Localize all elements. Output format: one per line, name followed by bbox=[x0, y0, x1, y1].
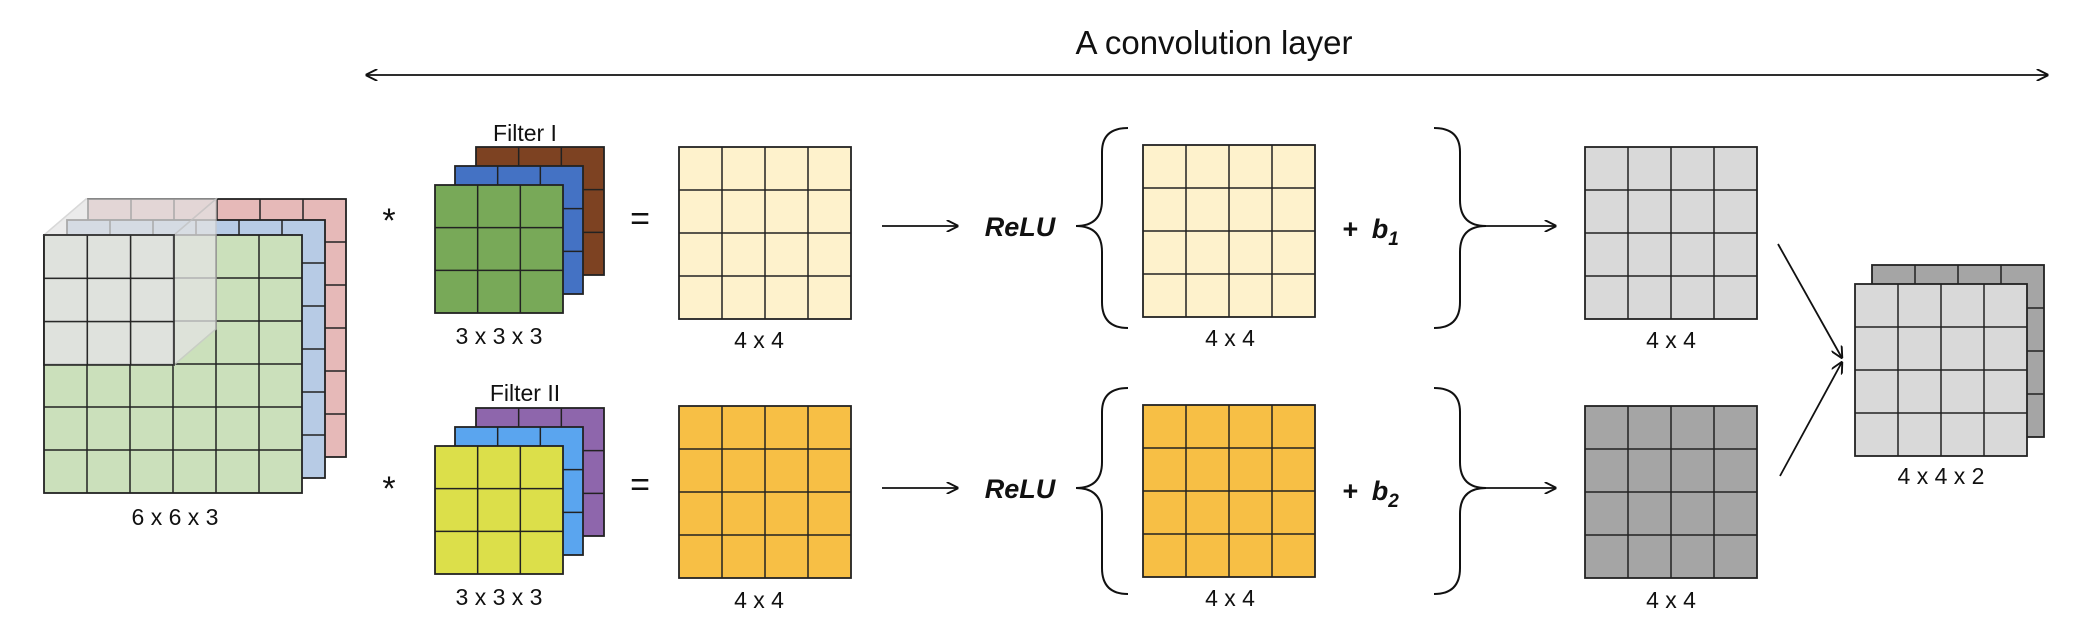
filter-layer-front bbox=[434, 445, 564, 575]
filter-2-dims-label: 3 x 3 x 3 bbox=[456, 584, 543, 610]
convolve-operator-1: * bbox=[382, 202, 395, 240]
filter-layer-front bbox=[434, 184, 564, 314]
window-front-face bbox=[43, 234, 175, 366]
activation-output-1-dims-label: 4 x 4 bbox=[1646, 327, 1696, 353]
right-brace-2 bbox=[1433, 387, 1487, 595]
bias-subscript-2: 2 bbox=[1387, 491, 1399, 512]
output-volume: 4 x 4 x 2 bbox=[1854, 264, 2045, 489]
output-grid-front bbox=[1854, 283, 2028, 457]
output-dims-label: 4 x 4 x 2 bbox=[1898, 463, 1985, 489]
conv-output-2 bbox=[678, 405, 852, 579]
relu-input-2 bbox=[1142, 404, 1316, 578]
relu-label-2: ReLU bbox=[985, 474, 1057, 504]
conv-grid-1 bbox=[678, 146, 852, 320]
equals-operator-1: = bbox=[630, 200, 650, 238]
merge-arrow-lower bbox=[1779, 362, 1842, 477]
filter-2-stack bbox=[434, 407, 605, 575]
bias-term-1: + b1 bbox=[1342, 214, 1399, 250]
conv-output-1 bbox=[678, 146, 852, 320]
plus-operator-1: + bbox=[1342, 214, 1358, 244]
left-brace-1 bbox=[1075, 127, 1129, 329]
conv-output-2-dims-label: 4 x 4 bbox=[734, 587, 784, 613]
convolve-operator-2: * bbox=[382, 470, 395, 508]
relu-input-grid-1 bbox=[1142, 144, 1316, 318]
input-volume: 6 x 6 x 3 bbox=[41, 197, 347, 530]
conv-output-1-dims-label: 4 x 4 bbox=[734, 327, 784, 353]
activation-grid-1 bbox=[1584, 146, 1758, 320]
filter-row-2: * Filter II 3 x 3 x 3 = 4 x 4 ReLU 4 x 4… bbox=[382, 380, 1758, 613]
merge-arrow-upper bbox=[1777, 243, 1842, 358]
relu-label-1: ReLU bbox=[985, 212, 1057, 242]
filter-2-name: Filter II bbox=[490, 380, 560, 406]
bias-term-2: + b2 bbox=[1342, 476, 1399, 512]
relu-input-1-dims-label: 4 x 4 bbox=[1205, 325, 1255, 351]
input-dims-label: 6 x 6 x 3 bbox=[132, 504, 219, 530]
right-brace-1 bbox=[1433, 127, 1487, 329]
relu-input-1 bbox=[1142, 144, 1316, 318]
left-brace-2 bbox=[1075, 387, 1129, 595]
activation-output-1 bbox=[1584, 146, 1758, 320]
filter-row-1: * Filter I 3 x 3 x 3 = 4 x 4 ReLU 4 x 4 … bbox=[382, 120, 1758, 353]
activation-output-2 bbox=[1584, 405, 1758, 579]
relu-input-grid-2 bbox=[1142, 404, 1316, 578]
layer-title: A convolution layer bbox=[1075, 24, 1352, 61]
filter-1-name: Filter I bbox=[493, 120, 557, 146]
receptive-field-window bbox=[41, 197, 219, 367]
conv-grid-2 bbox=[678, 405, 852, 579]
bias-subscript-1: 1 bbox=[1388, 229, 1399, 250]
activation-output-2-dims-label: 4 x 4 bbox=[1646, 587, 1696, 613]
equals-operator-2: = bbox=[630, 466, 650, 504]
bias-symbol-1: b bbox=[1372, 214, 1389, 244]
filter-1-stack bbox=[434, 146, 605, 314]
plus-operator-2: + bbox=[1342, 476, 1358, 506]
relu-input-2-dims-label: 4 x 4 bbox=[1205, 585, 1255, 611]
activation-grid-2 bbox=[1584, 405, 1758, 579]
output-channel-1 bbox=[1854, 283, 2028, 457]
filter-1-dims-label: 3 x 3 x 3 bbox=[456, 323, 543, 349]
bias-symbol-2: b bbox=[1372, 476, 1389, 506]
